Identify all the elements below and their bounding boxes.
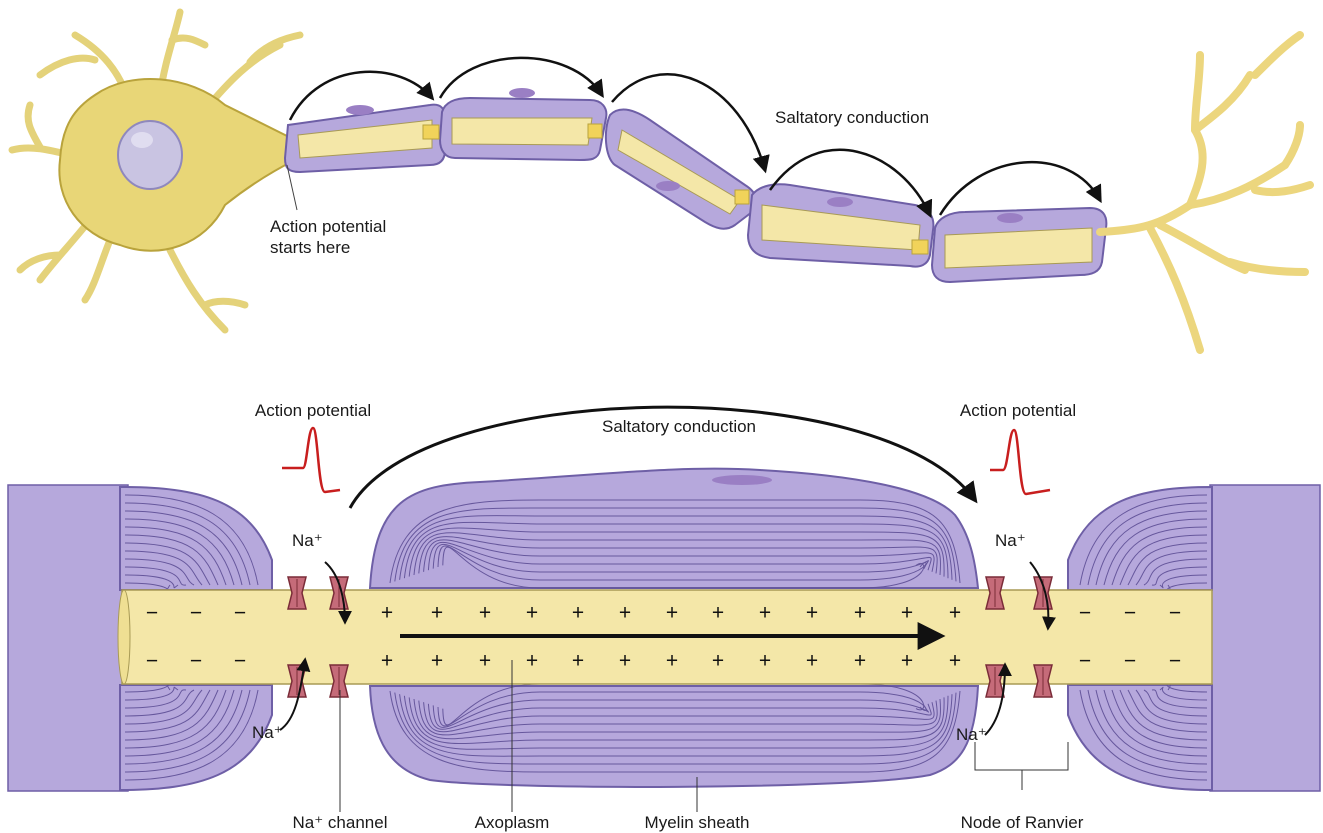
- positive-charge: +: [479, 603, 491, 624]
- nucleus: [118, 121, 182, 189]
- sodium-channel-label: Na⁺ channel: [293, 812, 388, 833]
- positive-charge: +: [901, 651, 913, 672]
- negative-charge: −: [234, 651, 246, 672]
- positive-charge: +: [381, 651, 393, 672]
- positive-charge: +: [572, 651, 584, 672]
- myelin-segment: [748, 184, 933, 266]
- negative-charge: −: [1124, 651, 1136, 672]
- myelin-segment: [606, 110, 757, 229]
- positive-charge: +: [806, 603, 818, 624]
- positive-charge: +: [759, 603, 771, 624]
- positive-charge: +: [526, 651, 538, 672]
- negative-charge: −: [1079, 651, 1091, 672]
- positive-charge: +: [666, 603, 678, 624]
- positive-charge: +: [712, 603, 724, 624]
- positive-charge: +: [619, 603, 631, 624]
- negative-charge: −: [190, 651, 202, 672]
- node-of-ranvier-label: Node of Ranvier: [961, 812, 1084, 833]
- axoplasm-label: Axoplasm: [475, 812, 550, 833]
- positive-charge: +: [712, 651, 724, 672]
- positive-charge: +: [526, 603, 538, 624]
- start-label-line2: starts here: [270, 237, 350, 258]
- positive-charge: +: [431, 603, 443, 624]
- myelin-segment: [285, 105, 445, 172]
- axon-terminal: [1100, 35, 1310, 350]
- negative-charge: −: [1169, 603, 1181, 624]
- positive-charge: +: [901, 603, 913, 624]
- negative-charge: −: [234, 603, 246, 624]
- negative-charge: −: [190, 603, 202, 624]
- na-label: Na⁺: [252, 722, 283, 743]
- positive-charge: +: [381, 603, 393, 624]
- na-label: Na⁺: [956, 724, 987, 745]
- action-potential-left-waveform: [282, 428, 340, 492]
- positive-charge: +: [806, 651, 818, 672]
- na-label: Na⁺: [292, 530, 323, 551]
- positive-charge: +: [479, 651, 491, 672]
- top-saltatory-label: Saltatory conduction: [775, 107, 929, 128]
- positive-charge: +: [431, 651, 443, 672]
- negative-charge: −: [146, 651, 158, 672]
- na-label: Na⁺: [995, 530, 1026, 551]
- negative-charge: −: [1124, 603, 1136, 624]
- positive-charge: +: [619, 651, 631, 672]
- action-potential-right-label: Action potential: [960, 400, 1076, 421]
- positive-charge: +: [854, 603, 866, 624]
- positive-charge: +: [572, 603, 584, 624]
- positive-charge: +: [759, 651, 771, 672]
- negative-charge: −: [1169, 651, 1181, 672]
- myelin-sheath-label: Myelin sheath: [645, 812, 750, 833]
- bottom-saltatory-label: Saltatory conduction: [602, 416, 756, 437]
- myelin-segment: [932, 208, 1106, 282]
- action-potential-left-label: Action potential: [255, 400, 371, 421]
- positive-charge: +: [854, 651, 866, 672]
- positive-charge: +: [666, 651, 678, 672]
- negative-charge: −: [146, 603, 158, 624]
- action-potential-right-waveform: [990, 430, 1050, 494]
- positive-charge: +: [949, 651, 961, 672]
- myelin-segment: [440, 88, 606, 160]
- negative-charge: −: [1079, 603, 1091, 624]
- neuron-illustration: [12, 12, 1310, 350]
- start-label-line1: Action potential: [270, 216, 386, 237]
- positive-charge: +: [949, 603, 961, 624]
